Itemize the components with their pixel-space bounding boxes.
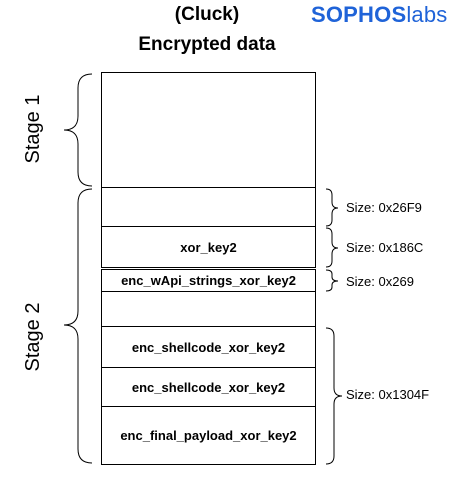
stage-2-brace [63, 188, 93, 464]
enc-final-payload-block: enc_final_payload_xor_key2 [101, 406, 316, 465]
xor-key2-block: xor_key2 [101, 226, 316, 268]
stage-1-data-block [101, 72, 316, 188]
enc-shellcode-block-1: enc_shellcode_xor_key2 [101, 326, 316, 368]
size-label-0x186c: Size: 0x186C [346, 240, 424, 255]
stage-1-brace [63, 73, 93, 187]
size-label-0x26f9: Size: 0x26F9 [346, 200, 422, 215]
size-brace-0x269 [325, 269, 339, 292]
size-brace-0x26f9 [325, 188, 339, 227]
logo-bold-text: SOPHOS [311, 2, 407, 27]
diagram-title-line2: Encrypted data [138, 34, 276, 55]
diagram-title-line1: (Cluck) [174, 4, 240, 25]
size-label-0x1304f: Size: 0x1304F [346, 387, 430, 402]
size-brace-0x186c [325, 227, 339, 268]
enc-shellcode-block-2: enc_shellcode_xor_key2 [101, 367, 316, 407]
logo-light-text: labs [406, 2, 448, 27]
size-brace-0x1304f [325, 327, 343, 465]
sophoslabs-logo: SOPHOSlabs [311, 2, 448, 28]
size-label-0x269: Size: 0x269 [346, 274, 414, 289]
